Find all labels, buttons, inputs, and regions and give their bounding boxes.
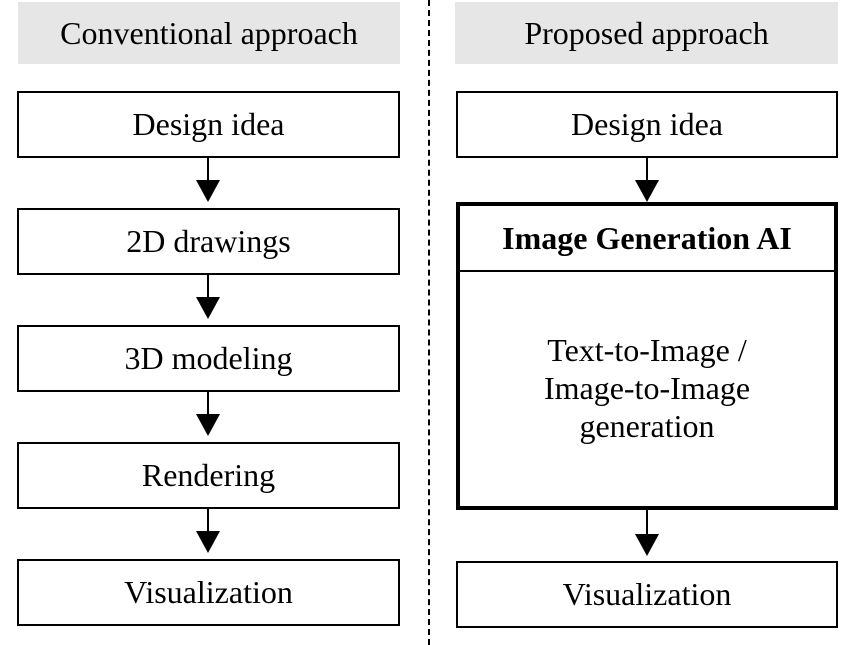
- arrow-head-icon: [196, 531, 220, 553]
- column-divider: [428, 0, 430, 645]
- right-arrow-1: [635, 158, 659, 202]
- ai-box-title: Image Generation AI: [460, 206, 834, 272]
- arrow-head-icon: [196, 297, 220, 319]
- conventional-approach-header: Conventional approach: [18, 2, 400, 64]
- arrow-head-icon: [635, 534, 659, 556]
- arrow-head-icon: [635, 180, 659, 202]
- arrow-head-icon: [196, 180, 220, 202]
- left-arrow-2: [196, 275, 220, 319]
- image-generation-ai-box: Image Generation AI Text-to-Image / Imag…: [456, 202, 838, 510]
- left-arrow-4: [196, 509, 220, 553]
- ai-body-line-2: Image-to-Image: [543, 370, 751, 407]
- proposed-approach-header: Proposed approach: [455, 2, 838, 64]
- left-step-3d-modeling: 3D modeling: [17, 325, 400, 392]
- ai-body-line-1: Text-to-Image /: [547, 332, 747, 369]
- right-step-design-idea: Design idea: [456, 91, 838, 158]
- left-step-visualization: Visualization: [17, 559, 400, 626]
- left-step-rendering: Rendering: [17, 442, 400, 509]
- ai-box-body: Text-to-Image / Image-to-Image generatio…: [460, 272, 834, 506]
- right-step-visualization: Visualization: [456, 561, 838, 628]
- ai-body-line-3: generation: [579, 407, 715, 444]
- left-step-design-idea: Design idea: [17, 91, 400, 158]
- left-arrow-1: [196, 158, 220, 202]
- left-arrow-3: [196, 392, 220, 436]
- right-arrow-2: [635, 510, 659, 556]
- arrow-head-icon: [196, 414, 220, 436]
- left-step-2d-drawings: 2D drawings: [17, 208, 400, 275]
